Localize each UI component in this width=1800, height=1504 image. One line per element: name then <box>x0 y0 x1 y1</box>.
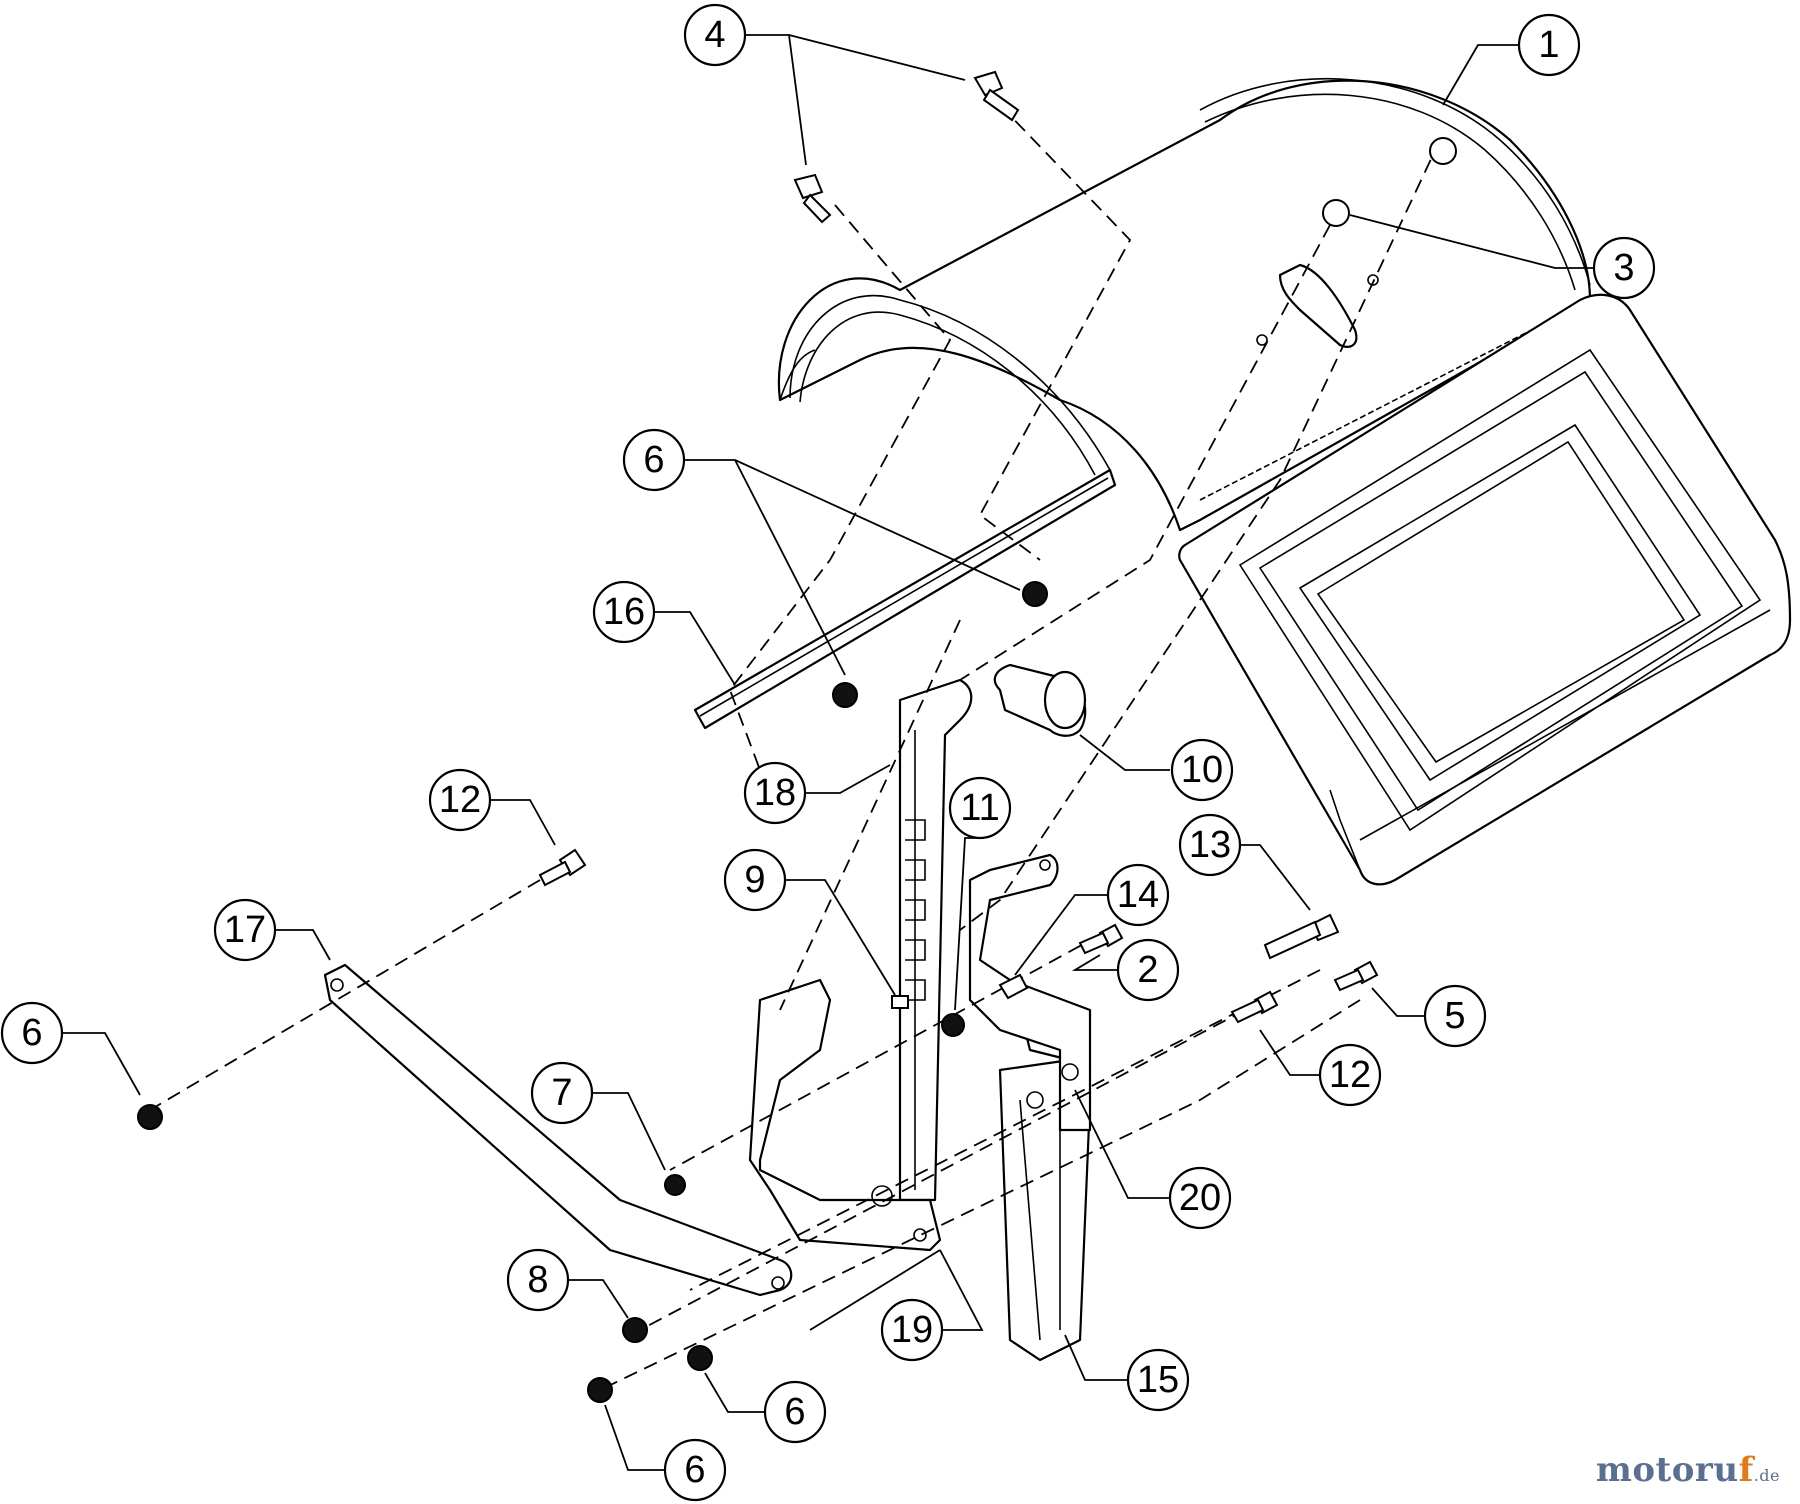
lever-grip <box>993 663 1087 737</box>
nut-3b <box>1322 199 1350 227</box>
callout-label: 15 <box>1137 1359 1179 1401</box>
callout-label: 13 <box>1189 824 1231 866</box>
callout-12-right: 12 <box>1318 1043 1382 1107</box>
callout-14: 14 <box>1106 863 1170 927</box>
flap-strip <box>693 468 1117 730</box>
callout-label: 6 <box>643 439 664 481</box>
callout-label: 1 <box>1538 24 1559 66</box>
nut-6a <box>1022 581 1048 607</box>
callout-11: 11 <box>948 776 1012 840</box>
callout-6-left: 6 <box>0 1001 64 1065</box>
depth-bar <box>898 678 973 1202</box>
callout-label: 11 <box>960 787 999 829</box>
nut-8 <box>622 1317 648 1343</box>
link-rod <box>323 963 793 1297</box>
callout-label: 12 <box>439 779 481 821</box>
nut-7 <box>664 1174 686 1196</box>
bolt-4a <box>973 70 1020 122</box>
callout-label: 6 <box>784 1391 805 1433</box>
callout-label: 20 <box>1179 1177 1221 1219</box>
nut-6c <box>137 1104 163 1130</box>
bolt-4b <box>793 173 832 224</box>
callout-9: 9 <box>723 848 787 912</box>
nut-3a <box>1429 137 1457 165</box>
callout-1: 1 <box>1517 13 1581 77</box>
callout-label: 9 <box>744 859 765 901</box>
callout-label: 5 <box>1444 995 1465 1037</box>
callout-label: 6 <box>21 1012 42 1054</box>
callout-label: 6 <box>684 1449 705 1491</box>
callout-3: 3 <box>1592 236 1656 300</box>
callout-13: 13 <box>1178 813 1242 877</box>
callout-5: 5 <box>1423 984 1487 1048</box>
callout-label: 3 <box>1613 247 1634 289</box>
clip-9 <box>891 995 909 1009</box>
bolt-12a <box>538 848 587 887</box>
callout-label: 4 <box>704 14 725 56</box>
assembly-lines <box>149 104 1441 1391</box>
watermark-main: motoru <box>1595 1450 1739 1490</box>
watermark-logo: motoruf.de <box>1596 1450 1780 1490</box>
callout-label: 8 <box>527 1259 548 1301</box>
spacer-14 <box>998 973 1029 1000</box>
callout-label: 19 <box>891 1309 933 1351</box>
callout-6-mid: 6 <box>763 1380 827 1444</box>
callout-12-left: 12 <box>428 768 492 832</box>
bolt-13 <box>1263 913 1340 960</box>
callout-2: 2 <box>1116 938 1180 1002</box>
callout-6-bottom: 6 <box>663 1438 727 1502</box>
callout-10: 10 <box>1170 738 1234 802</box>
nut-6b <box>832 682 858 708</box>
callout-label: 16 <box>603 591 645 633</box>
callout-6-top: 6 <box>622 428 686 492</box>
callout-label: 12 <box>1329 1054 1371 1096</box>
hardware <box>137 70 1457 1403</box>
watermark-tld: .de <box>1753 1466 1780 1485</box>
callout-19: 19 <box>880 1298 944 1362</box>
bolt-12b <box>1230 990 1279 1024</box>
callout-17: 17 <box>213 898 277 962</box>
callout-label: 10 <box>1181 749 1223 791</box>
callout-label: 2 <box>1137 949 1158 991</box>
bolt-2 <box>1078 923 1124 955</box>
nut-6e <box>587 1377 613 1403</box>
callout-balloons: 1 3 4 6 16 10 18 11 12 13 9 14 17 2 6 5 … <box>0 3 1656 1502</box>
nut-6d <box>687 1345 713 1371</box>
callout-18: 18 <box>743 761 807 825</box>
callout-label: 17 <box>224 909 266 951</box>
watermark-accent: f <box>1738 1450 1754 1490</box>
fender-shield <box>777 77 1792 886</box>
callout-16: 16 <box>592 580 656 644</box>
callout-8: 8 <box>506 1248 570 1312</box>
callout-4: 4 <box>683 3 747 67</box>
callout-label: 18 <box>754 772 796 814</box>
nut-11 <box>941 1013 965 1037</box>
leader-lines <box>57 34 1598 1471</box>
bolt-5 <box>1333 960 1379 992</box>
upper-bracket <box>968 853 1092 1132</box>
callout-15: 15 <box>1126 1348 1190 1412</box>
callout-20: 20 <box>1168 1166 1232 1230</box>
callout-label: 14 <box>1117 874 1159 916</box>
callout-label: 7 <box>551 1072 572 1114</box>
callout-7: 7 <box>530 1061 594 1125</box>
